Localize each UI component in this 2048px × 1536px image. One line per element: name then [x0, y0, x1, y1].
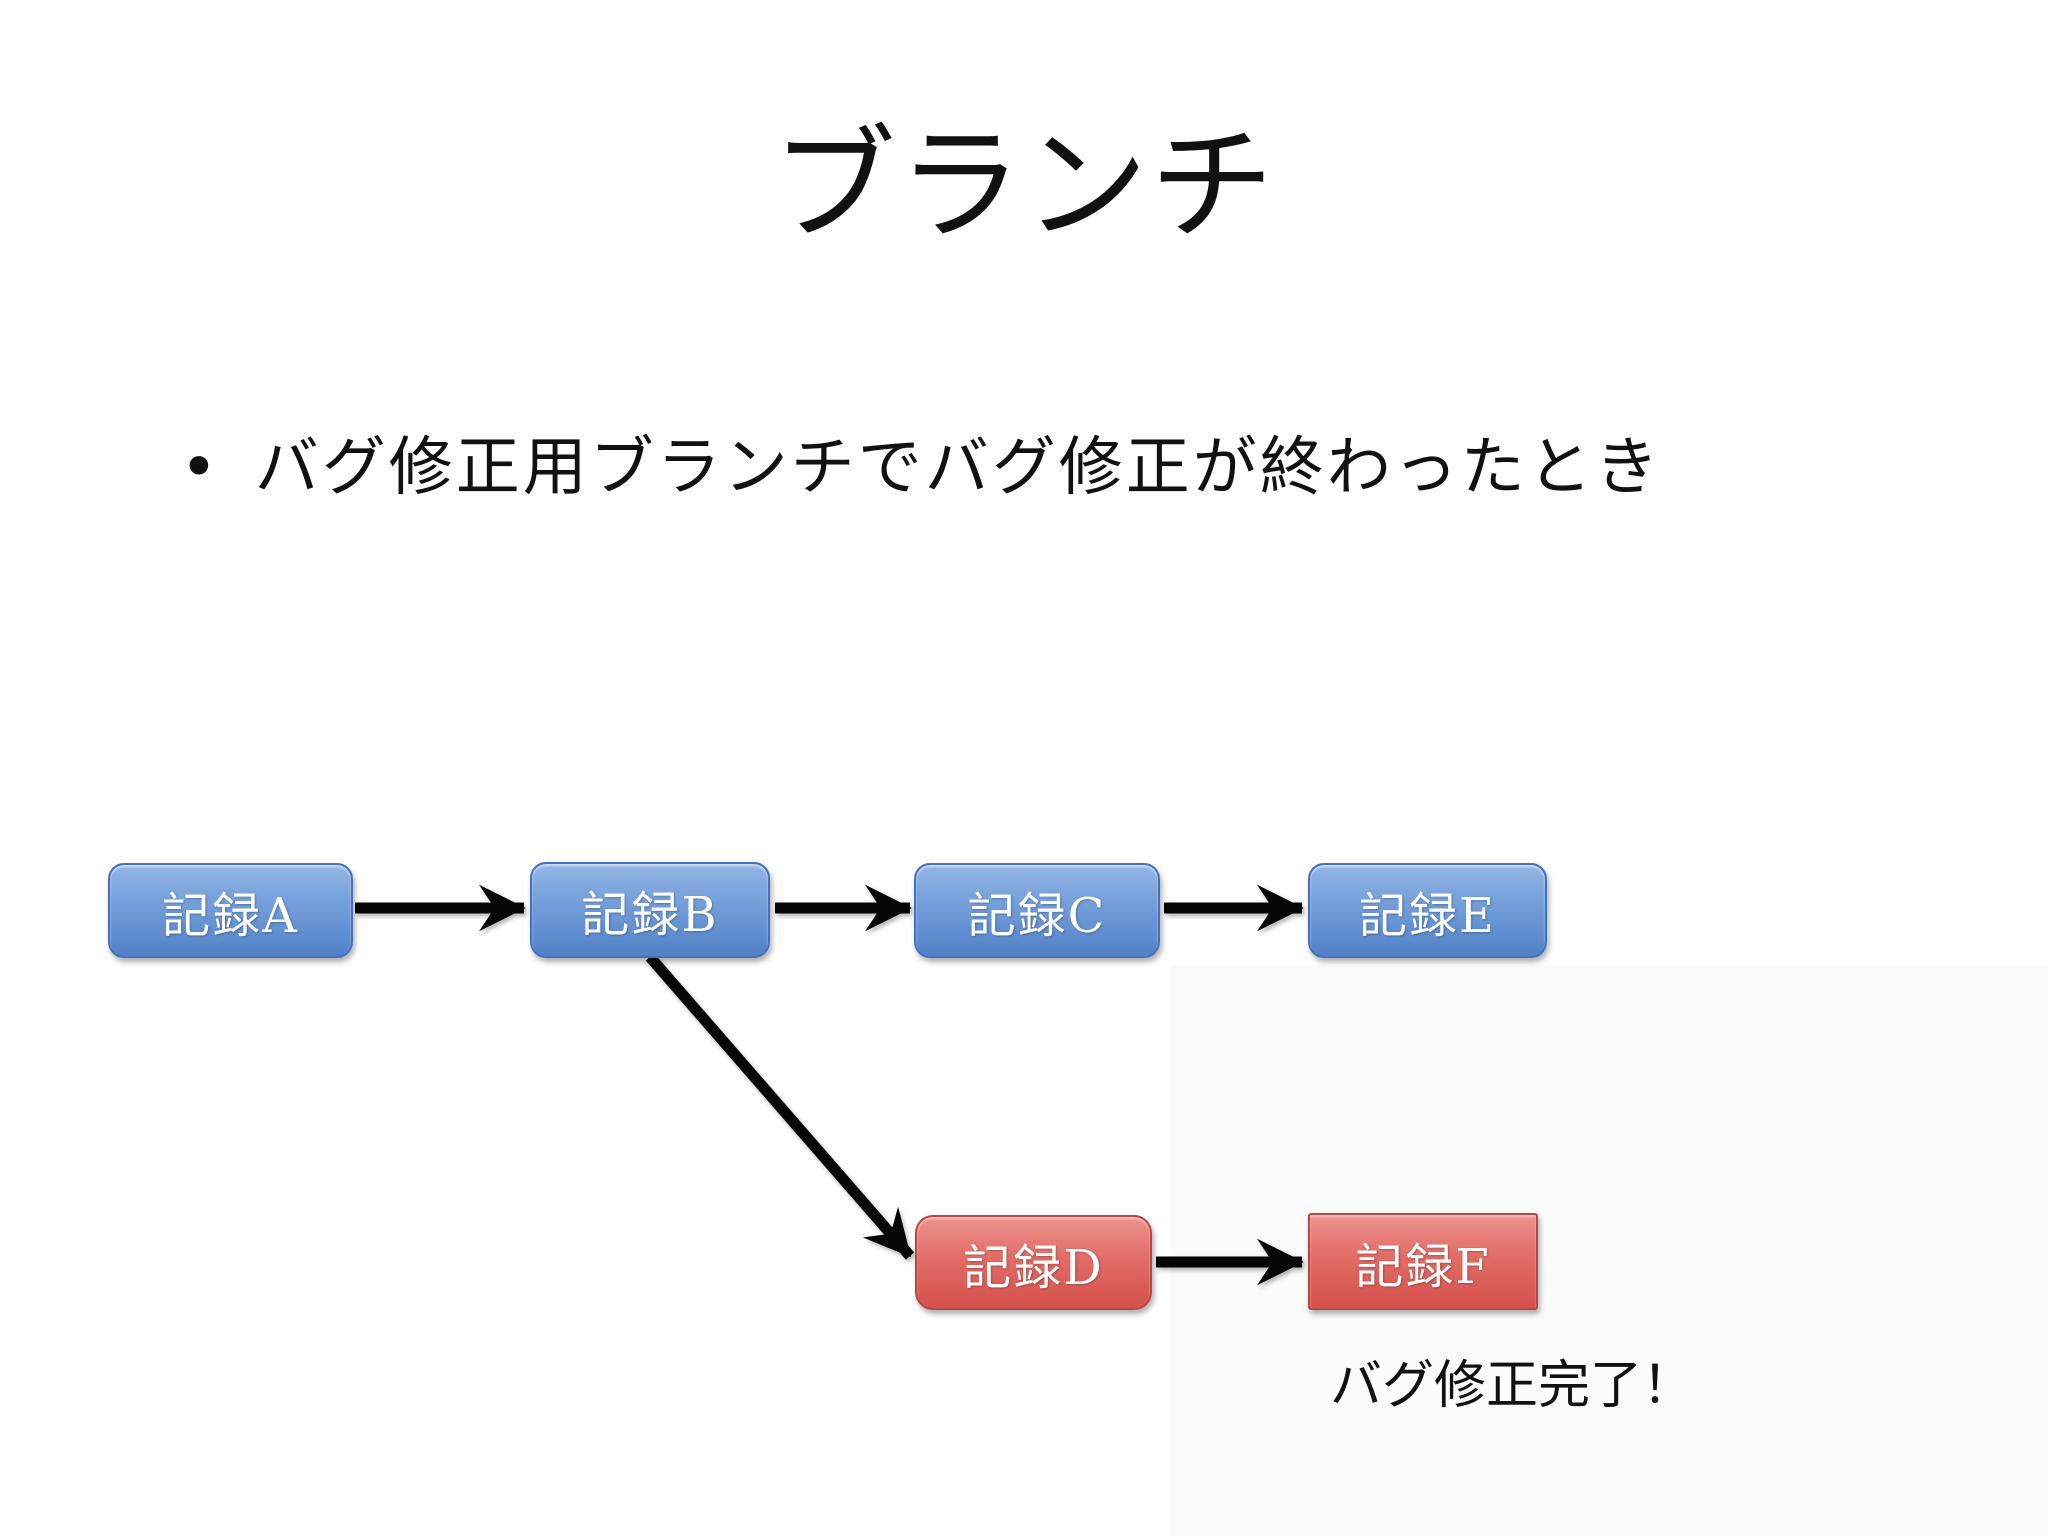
bullet-marker: •	[180, 431, 221, 505]
node-record-e: 記録E	[1308, 863, 1547, 958]
bullet-line: • バグ修正用ブランチでバグ修正が終わったとき	[180, 436, 1662, 500]
node-record-b: 記録B	[530, 862, 770, 958]
bullet-text: バグ修正用ブランチでバグ修正が終わったとき	[254, 431, 1662, 505]
node-record-a-label: 記録A	[162, 887, 299, 944]
node-record-d: 記録D	[915, 1215, 1152, 1310]
node-record-b-label: 記録B	[581, 887, 719, 943]
caption-bugfix-done: バグ修正完了！	[1330, 1356, 1695, 1416]
node-record-c-label: 記録C	[967, 887, 1107, 944]
node-record-c: 記録C	[914, 863, 1160, 958]
node-record-e-label: 記録E	[1358, 887, 1497, 944]
node-record-f-label: 記録F	[1355, 1238, 1491, 1295]
node-record-f: 記録F	[1308, 1213, 1538, 1310]
slide-title: ブランチ	[771, 114, 1276, 258]
node-record-a: 記録A	[108, 863, 353, 958]
node-record-d-label: 記録D	[963, 1239, 1104, 1296]
arrow-b-to-d	[645, 953, 915, 1260]
